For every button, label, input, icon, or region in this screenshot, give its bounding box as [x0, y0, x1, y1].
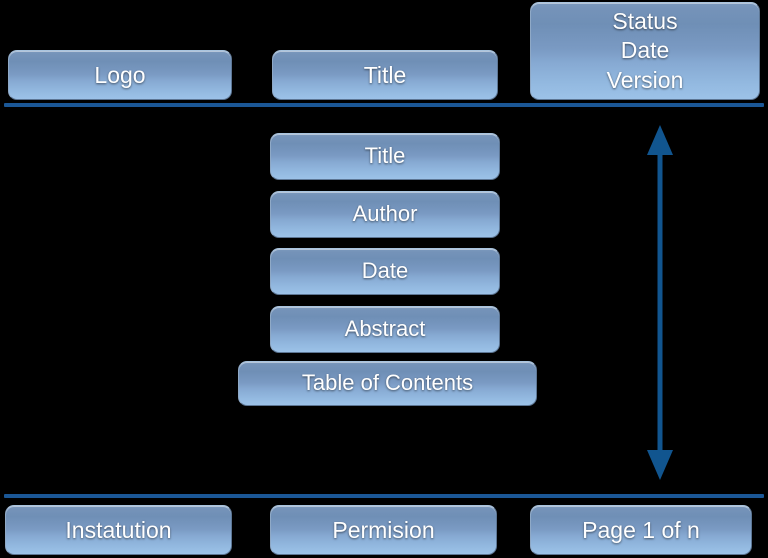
body-block-toc-label: Table of Contents: [301, 370, 474, 396]
footer-institution-label: Instatution: [65, 516, 172, 543]
body-block-table-of-contents[interactable]: Table of Contents: [238, 361, 537, 406]
body-block-abstract-label: Abstract: [344, 316, 426, 342]
footer-permission-box[interactable]: Permision: [270, 505, 497, 555]
header-logo-label: Logo: [94, 61, 146, 88]
header-status-label: Status: [612, 7, 678, 34]
header-logo-box[interactable]: Logo: [8, 50, 232, 100]
header-version-label: Version: [606, 66, 684, 93]
footer-divider-rule: [4, 494, 764, 498]
footer-institution-box[interactable]: Instatution: [5, 505, 232, 555]
header-title-label: Title: [363, 61, 407, 88]
header-title-box[interactable]: Title: [272, 50, 498, 100]
body-block-author[interactable]: Author: [270, 191, 500, 238]
footer-page-box[interactable]: Page 1 of n: [530, 505, 752, 555]
header-divider-rule: [4, 103, 764, 107]
footer-permission-label: Permision: [332, 516, 435, 543]
header-meta-box[interactable]: Status Date Version: [530, 2, 760, 100]
body-block-date-label: Date: [361, 258, 409, 284]
body-block-date[interactable]: Date: [270, 248, 500, 295]
body-block-title-label: Title: [364, 143, 406, 169]
footer-page-label: Page 1 of n: [582, 516, 700, 543]
body-block-author-label: Author: [352, 201, 418, 227]
body-block-title[interactable]: Title: [270, 133, 500, 180]
body-block-abstract[interactable]: Abstract: [270, 306, 500, 353]
vertical-double-arrow-icon: [647, 125, 673, 480]
header-date-label: Date: [620, 37, 670, 64]
